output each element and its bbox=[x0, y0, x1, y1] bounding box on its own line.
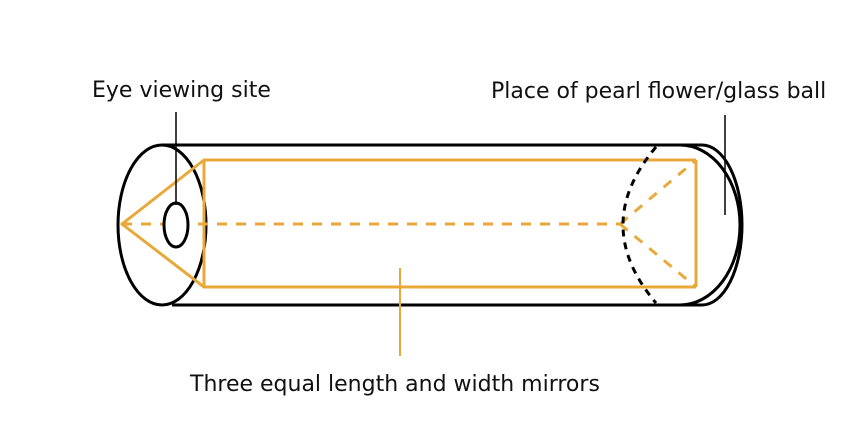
mirrors-label: Three equal length and width mirrors bbox=[189, 372, 600, 397]
mirror-back-hidden-bottom bbox=[619, 222, 697, 289]
tube-right-cap-outer bbox=[701, 143, 744, 307]
object-chamber-arc bbox=[621, 146, 658, 304]
mirror-back-hidden-top bbox=[619, 158, 697, 226]
tube-right-cap bbox=[679, 143, 742, 307]
mirrors bbox=[120, 158, 698, 289]
eye-hole bbox=[162, 201, 190, 249]
object-place-label: Place of pearl flower/glass ball bbox=[491, 79, 826, 104]
eye-site-label: Eye viewing site bbox=[92, 78, 271, 103]
